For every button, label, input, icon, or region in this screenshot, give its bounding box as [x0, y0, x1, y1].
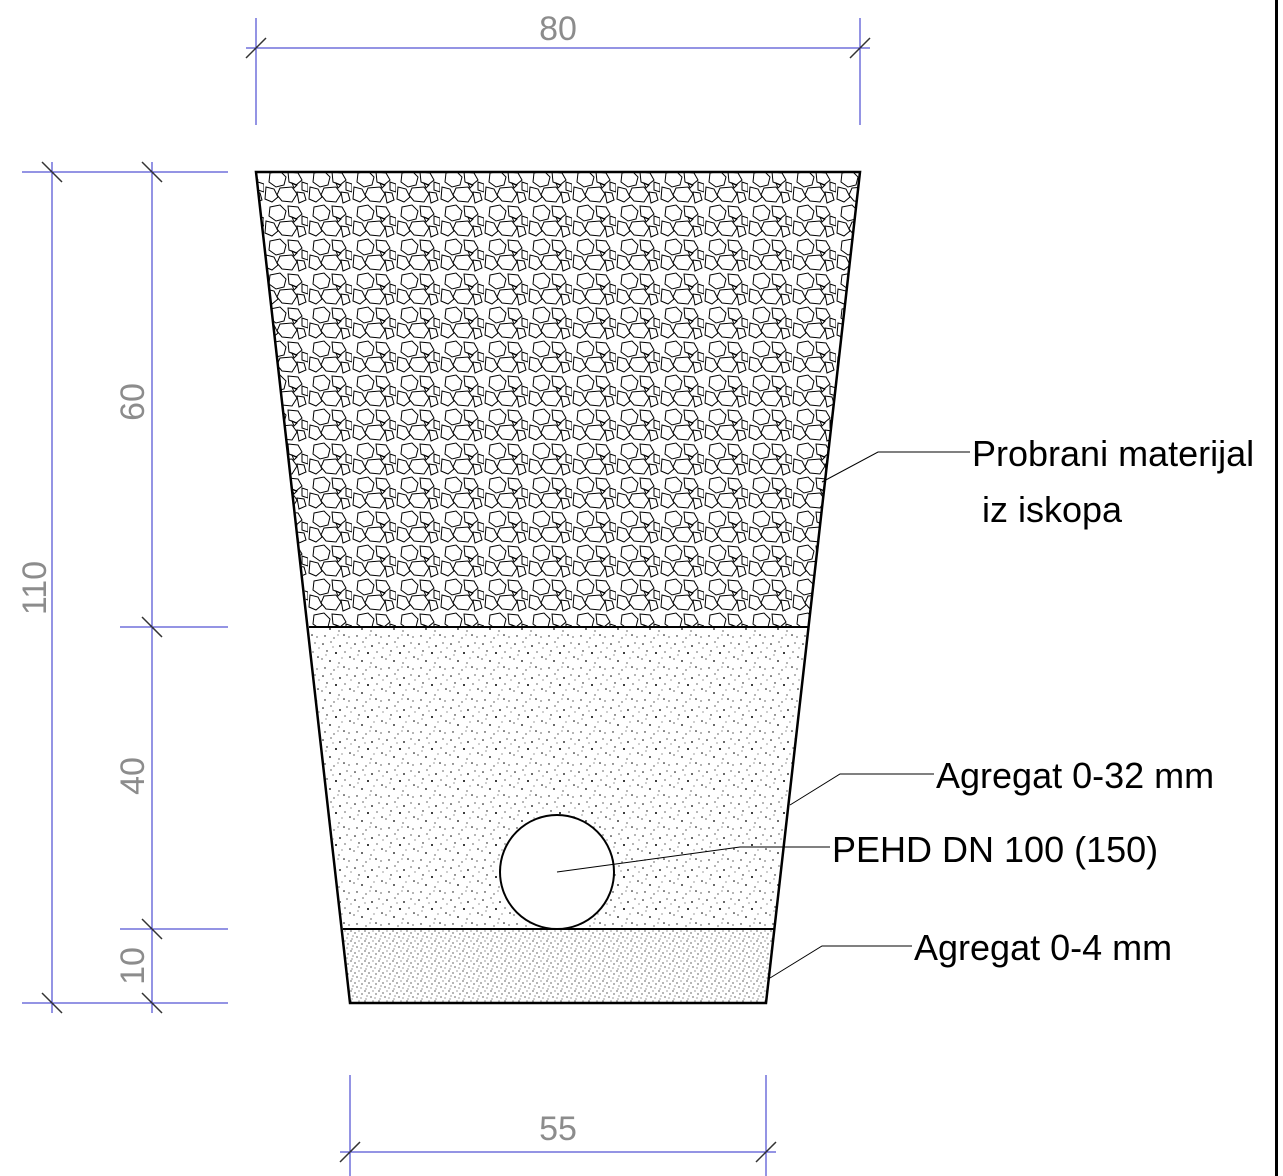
label-top-layer-line2: iz iskopa — [982, 489, 1123, 530]
dimension-layer-middle-label: 40 — [114, 757, 152, 795]
bottom-layer-fill — [343, 929, 774, 1003]
top-layer-fill — [256, 172, 860, 627]
dimension-layer-top-label: 60 — [114, 383, 152, 421]
right-edge-bar — [1275, 0, 1278, 1176]
label-middle-layer: Agregat 0-32 mm — [936, 755, 1214, 796]
leader-bottom-layer — [769, 945, 912, 979]
dimension-layer-bottom-label: 10 — [114, 947, 152, 985]
dimension-bottom-width — [339, 1075, 777, 1176]
dimension-top-width — [245, 18, 871, 125]
label-bottom-layer: Agregat 0-4 mm — [914, 927, 1172, 968]
leader-middle-layer — [789, 773, 934, 806]
label-pipe: PEHD DN 100 (150) — [832, 829, 1158, 870]
dimension-total-height — [22, 161, 228, 1014]
dimension-top-width-label: 80 — [539, 10, 577, 48]
leader-top-layer — [821, 451, 970, 483]
trench-outline — [254, 170, 862, 1005]
dimension-layer-heights — [120, 161, 228, 1014]
dimension-total-height-label: 110 — [16, 561, 54, 615]
leader-pipe — [556, 846, 830, 873]
label-top-layer-line1: Probrani materijal — [972, 433, 1254, 474]
middle-layer-fill — [309, 627, 808, 929]
dimension-bottom-width-label: 55 — [539, 1110, 577, 1148]
